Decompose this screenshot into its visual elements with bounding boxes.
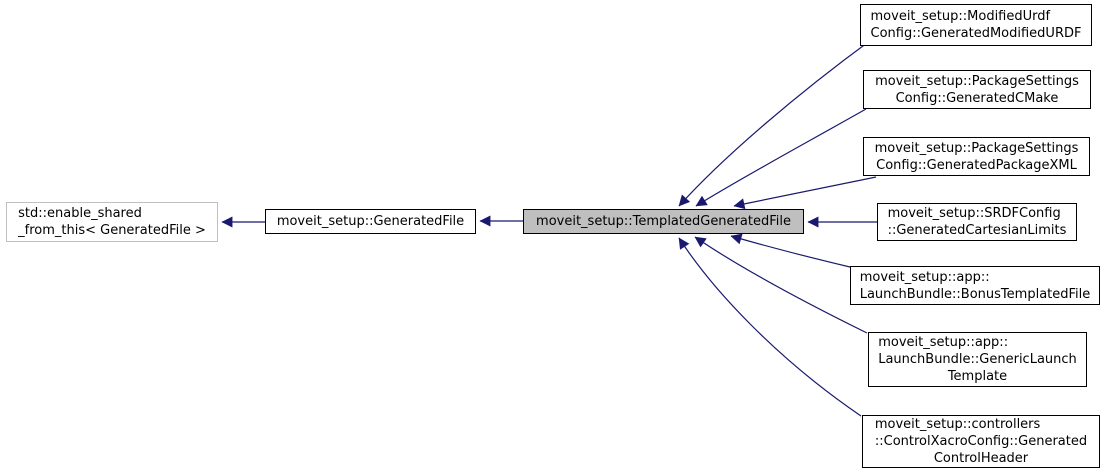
node-templated-generated-file: moveit_setup::TemplatedGeneratedFile <box>523 209 804 234</box>
node-label-line: moveit_setup::SRDFConfig <box>887 206 1061 221</box>
node-std-enable-shared-from-this: std::enable_shared _from_this< Generated… <box>6 202 218 242</box>
node-label: moveit_setup::ModifiedUrdf Config::Gener… <box>871 8 1082 42</box>
node-label: moveit_setup::app:: LaunchBundle::BonusT… <box>860 269 1091 303</box>
node-label-line: moveit_setup::ModifiedUrdf <box>870 9 1051 24</box>
node-label: moveit_setup::PackageSettings Config::Ge… <box>875 73 1079 107</box>
node-label-line: LaunchBundle::GenericLaunch <box>878 352 1077 367</box>
edge-generatedcontrolheader-to-templatedgeneratedfile <box>678 237 862 417</box>
node-label-line: _from_this< GeneratedFile > <box>18 223 206 238</box>
node-bonus-templated-file[interactable]: moveit_setup::app:: LaunchBundle::BonusT… <box>850 266 1100 305</box>
node-label-line: LaunchBundle::BonusTemplatedFile <box>859 286 1091 302</box>
node-label-line: moveit_setup::TemplatedGeneratedFile <box>536 214 791 229</box>
node-generic-launch-template[interactable]: moveit_setup::app:: LaunchBundle::Generi… <box>868 332 1087 387</box>
edge-generatedpackagexml-to-templatedgeneratedfile <box>733 176 877 210</box>
node-label-line: ::GeneratedCartesianLimits <box>887 223 1067 238</box>
node-label: std::enable_shared _from_this< Generated… <box>18 205 206 239</box>
node-generated-cartesian-limits[interactable]: moveit_setup::SRDFConfig ::GeneratedCart… <box>877 203 1077 241</box>
node-generated-cmake[interactable]: moveit_setup::PackageSettings Config::Ge… <box>863 70 1091 109</box>
node-label: moveit_setup::SRDFConfig ::GeneratedCart… <box>888 205 1067 239</box>
node-label-line: moveit_setup::app:: <box>859 269 990 285</box>
node-label-line: Template <box>947 369 1008 384</box>
edge-generatedmodifiedurdf-to-templatedgeneratedfile <box>678 39 872 207</box>
node-label-line: std::enable_shared <box>18 206 142 221</box>
edge-generatedcmake-to-templatedgeneratedfile <box>695 108 867 207</box>
node-label-line: Config::GeneratedModifiedURDF <box>870 26 1082 41</box>
edge-bonustemplatedfile-to-templatedgeneratedfile <box>730 233 851 268</box>
node-label-line: ControlHeader <box>933 451 1029 466</box>
node-label: moveit_setup::app:: LaunchBundle::Generi… <box>878 334 1077 385</box>
node-label-line: Config::GeneratedCMake <box>895 90 1059 106</box>
node-label-line: moveit_setup::GeneratedFile <box>276 214 465 229</box>
node-label-line: ::ControlXacroConfig::Generated <box>874 434 1088 449</box>
node-label-line: moveit_setup::PackageSettings <box>874 140 1079 156</box>
node-label: moveit_setup::GeneratedFile <box>277 213 464 230</box>
node-generated-modified-urdf[interactable]: moveit_setup::ModifiedUrdf Config::Gener… <box>860 4 1092 46</box>
node-label-line: moveit_setup::controllers <box>874 417 1041 432</box>
node-label: moveit_setup::controllers ::ControlXacro… <box>875 416 1087 467</box>
node-label-line: Config::GeneratedPackageXML <box>876 157 1077 173</box>
node-generated-package-xml[interactable]: moveit_setup::PackageSettings Config::Ge… <box>863 137 1090 176</box>
node-generated-control-header[interactable]: moveit_setup::controllers ::ControlXacro… <box>862 415 1100 468</box>
node-generated-file[interactable]: moveit_setup::GeneratedFile <box>265 209 476 234</box>
node-label-line: moveit_setup::PackageSettings <box>875 73 1079 89</box>
node-label: moveit_setup::TemplatedGeneratedFile <box>536 213 791 230</box>
node-label: moveit_setup::PackageSettings Config::Ge… <box>875 140 1079 174</box>
edge-genericlaunchtemplate-to-templatedgeneratedfile <box>694 236 868 334</box>
node-label-line: moveit_setup::app:: <box>878 335 1009 350</box>
